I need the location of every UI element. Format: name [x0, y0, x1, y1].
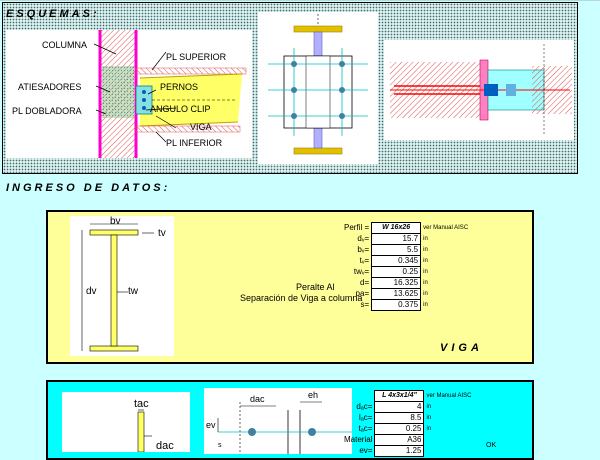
input-unit: in: [423, 236, 428, 242]
input-value-cell[interactable]: 0.25: [371, 266, 422, 278]
side-view-drawing: [93, 30, 247, 158]
input-label: tₐc=: [358, 424, 373, 433]
label-tw: tw: [128, 286, 138, 297]
label-viga: VIGA: [190, 122, 212, 132]
schema-side-view: [6, 30, 252, 158]
input-unit: in: [426, 415, 432, 421]
input-label: pa=: [355, 289, 370, 298]
input-row: ev=1.25: [342, 445, 474, 457]
input-unit: ver Manual AISC: [426, 393, 472, 399]
input-label: dᵥ=: [357, 234, 370, 243]
input-label: [342, 391, 375, 402]
input-value-cell[interactable]: 4: [374, 401, 425, 413]
input-value-cell[interactable]: A36: [374, 434, 425, 446]
angulo-bolt-diagram: [204, 388, 352, 454]
input-value-cell[interactable]: W 16x26: [371, 222, 422, 234]
input-value-cell[interactable]: 16.325: [371, 277, 422, 289]
input-unit: in: [423, 269, 428, 275]
label-angulo-clip: ANGULO CLIP: [150, 104, 211, 114]
input-label: twᵥ=: [353, 267, 370, 276]
input-unit: in: [423, 247, 428, 253]
label-separacion: Separación de Viga a columna: [240, 293, 363, 303]
input-label: ev=: [359, 446, 373, 455]
input-label: dₐc=: [356, 402, 373, 411]
esquemas-title: ESQUEMAS:: [6, 8, 100, 20]
label-pl-inferior: PL INFERIOR: [166, 138, 223, 148]
label-columna: COLUMNA: [42, 40, 88, 50]
ok-status: OK: [486, 442, 497, 449]
input-value-cell[interactable]: 13.625: [371, 288, 422, 300]
input-label: s=: [360, 300, 370, 309]
input-value-cell[interactable]: 0.345: [371, 255, 422, 267]
label-tv: tv: [158, 228, 166, 239]
label-bv: bv: [110, 216, 121, 227]
viga-title: VIGA: [440, 342, 483, 354]
input-label: tᵥ=: [359, 256, 370, 265]
ingreso-title: INGRESO DE DATOS:: [6, 182, 171, 194]
input-unit: [424, 446, 474, 457]
label-eh: eh: [308, 390, 319, 400]
input-value-cell[interactable]: 0.25: [374, 423, 425, 435]
front-view-drawing: [268, 14, 368, 155]
viga-section-diagram: [70, 216, 174, 356]
input-label: bᵥ=: [357, 245, 370, 254]
label-s: s: [218, 442, 222, 449]
angulo-section-diagram: [62, 392, 190, 453]
input-unit: [424, 435, 474, 446]
bolt-layout-drawing: [217, 401, 352, 454]
label-dac-left: dac: [156, 440, 174, 452]
label-dac: dac: [250, 394, 265, 404]
input-value-cell[interactable]: L 4x3x1/4": [374, 390, 425, 402]
i-beam-drawing: [81, 223, 154, 352]
input-label: d=: [360, 278, 370, 287]
input-unit: ver Manual AISC: [423, 225, 469, 231]
label-atiesadores: ATIESADORES: [18, 82, 82, 92]
input-value-cell[interactable]: 8.5: [374, 412, 425, 424]
label-ev: ev: [206, 420, 216, 430]
input-unit: in: [423, 258, 428, 264]
input-unit: in: [426, 426, 432, 432]
input-unit: in: [426, 404, 432, 410]
input-unit: in: [423, 291, 428, 297]
schema-front-view: [258, 12, 378, 164]
label-pl-dobladora: PL DOBLADORA: [12, 106, 82, 116]
input-unit: in: [423, 280, 428, 286]
input-label: Perfil =: [344, 223, 370, 232]
label-dv: dv: [86, 286, 97, 297]
label-peralte: Peralte Al: [296, 282, 335, 292]
plan-view-drawing: [390, 44, 572, 136]
input-value-cell[interactable]: 15.7: [371, 233, 422, 245]
sheet-top-border: [0, 0, 600, 1]
label-pernos: PERNOS: [160, 82, 199, 92]
input-row: L 4x3x1/4"ver Manual AISC: [342, 390, 473, 402]
input-unit: in: [423, 302, 428, 308]
label-tac: tac: [134, 398, 149, 410]
input-label: Material: [344, 435, 373, 444]
label-pl-superior: PL SUPERIOR: [166, 52, 227, 62]
input-value-cell[interactable]: 1.25: [374, 445, 425, 457]
schema-plan-view: [384, 40, 574, 140]
input-label: lₐc=: [359, 413, 373, 422]
input-value-cell[interactable]: 0.375: [371, 299, 422, 311]
input-value-cell[interactable]: 5.5: [371, 244, 422, 256]
